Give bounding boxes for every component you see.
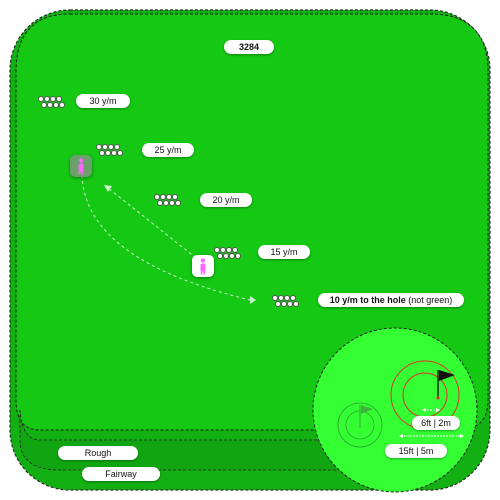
distance-marker-10-note: (not green) <box>408 295 453 305</box>
person-icon <box>200 258 206 275</box>
aim-path-arrow <box>250 296 256 304</box>
green-depth-arrow-left <box>399 434 403 438</box>
distance-marker-15: 15 y/m <box>258 245 310 259</box>
distance-marker-30: 30 y/m <box>76 94 130 108</box>
flag-icon <box>439 370 455 381</box>
shot-path-arrow <box>104 185 112 192</box>
distance-marker-25: 25 y/m <box>142 143 194 157</box>
distance-marker-10: 10 y/m to the hole (not green) <box>318 293 464 307</box>
flag-distance-arrow-left <box>422 408 426 412</box>
hole-cup <box>436 396 440 400</box>
green-depth-arrow-right <box>460 434 464 438</box>
ghost-flag-icon <box>361 405 373 414</box>
distance-marker-20: 20 y/m <box>200 193 252 207</box>
person-icon <box>78 158 84 175</box>
flag-distance-arrow-right <box>436 408 440 412</box>
aim-path <box>81 174 251 301</box>
distance-marker-10-label: 10 y/m to the hole <box>329 295 406 305</box>
legend-rough: Rough <box>58 446 138 460</box>
shot-path <box>107 187 197 259</box>
player-marker[interactable] <box>192 255 214 277</box>
hole-id-badge: 3284 <box>224 40 274 54</box>
flag-distance-label: 6ft | 2m <box>412 416 460 430</box>
legend-fairway: Fairway <box>82 467 160 481</box>
green-ring-ghost-1 <box>337 402 383 448</box>
player-ghost-marker[interactable] <box>70 155 92 177</box>
green-depth-label: 15ft | 5m <box>385 444 447 458</box>
